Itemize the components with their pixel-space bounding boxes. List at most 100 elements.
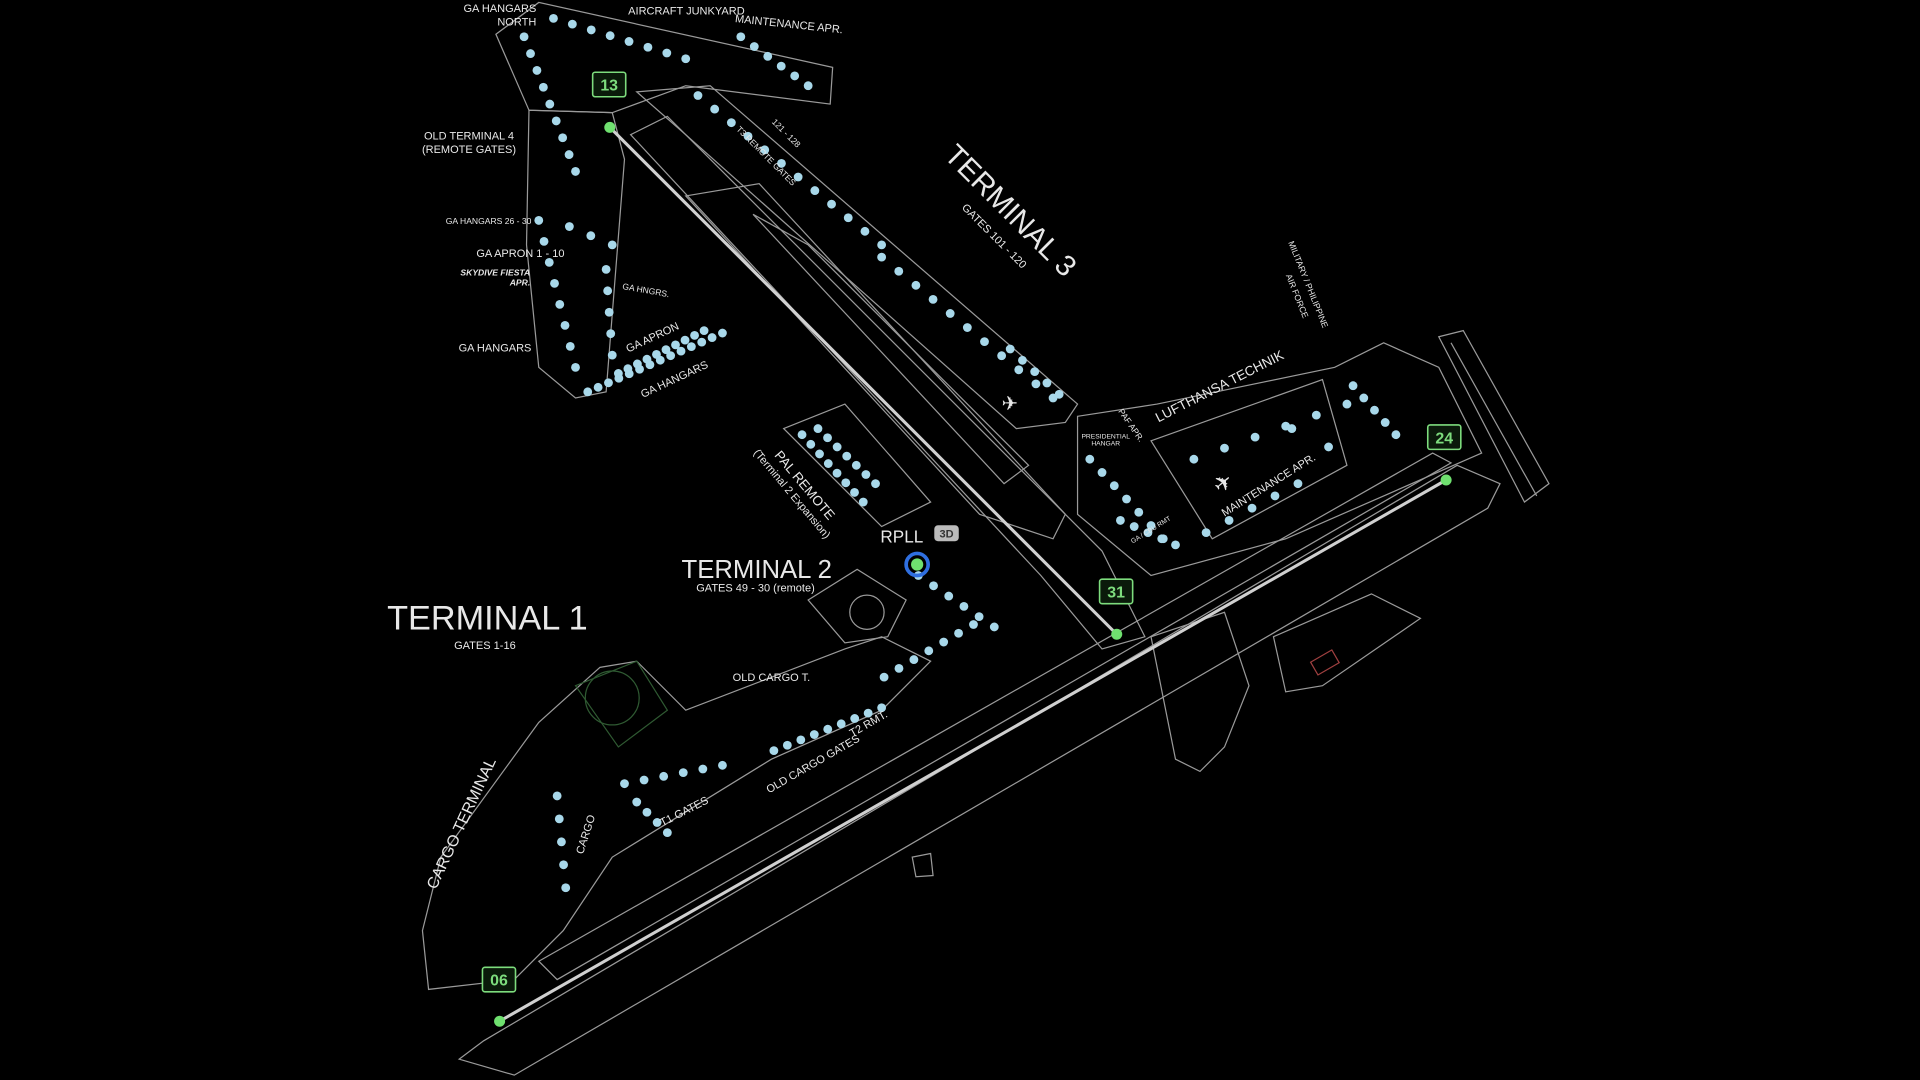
gate-marker[interactable] <box>1146 521 1156 530</box>
gate-marker[interactable] <box>559 860 568 870</box>
gate-marker[interactable] <box>969 620 978 629</box>
gate-marker[interactable] <box>586 231 596 241</box>
gate-marker[interactable] <box>790 71 800 81</box>
gate-marker[interactable] <box>769 746 779 756</box>
gate-marker[interactable] <box>989 622 999 632</box>
gate-marker[interactable] <box>601 264 611 274</box>
gate-marker[interactable] <box>571 167 580 176</box>
gate-marker[interactable] <box>554 814 564 824</box>
gate-marker[interactable] <box>624 37 634 46</box>
gate-marker[interactable] <box>1122 494 1131 504</box>
gate-marker[interactable] <box>1031 379 1041 389</box>
gate-marker[interactable] <box>959 601 969 611</box>
gate-marker[interactable] <box>639 775 649 785</box>
gate-marker[interactable] <box>997 351 1007 361</box>
gate-marker[interactable] <box>526 49 535 58</box>
gate-marker[interactable] <box>676 346 686 356</box>
gate-marker[interactable] <box>604 307 614 317</box>
gate-marker[interactable] <box>565 341 575 351</box>
gate-marker[interactable] <box>539 236 549 246</box>
gate-marker[interactable] <box>698 764 708 774</box>
gate-marker[interactable] <box>586 25 596 35</box>
gate-marker[interactable] <box>560 320 570 330</box>
gate-marker[interactable] <box>583 387 593 397</box>
gate-marker[interactable] <box>939 637 949 647</box>
gate-marker[interactable] <box>877 703 887 713</box>
gate-marker[interactable] <box>813 424 823 433</box>
gate-marker[interactable] <box>851 460 861 470</box>
gate-marker[interactable] <box>803 81 813 91</box>
gate-marker[interactable] <box>1018 355 1027 365</box>
gate-marker[interactable] <box>850 488 859 497</box>
gate-marker[interactable] <box>555 299 565 309</box>
gate-marker[interactable] <box>749 42 759 51</box>
gate-marker[interactable] <box>1247 503 1257 513</box>
gate-marker[interactable] <box>823 724 833 734</box>
gate-marker[interactable] <box>690 330 699 340</box>
gate-marker[interactable] <box>620 779 629 789</box>
gate-marker[interactable] <box>561 883 571 893</box>
gate-marker[interactable] <box>827 199 836 209</box>
gate-marker[interactable] <box>697 337 707 347</box>
gate-marker[interactable] <box>760 145 770 155</box>
gate-marker[interactable] <box>534 216 544 225</box>
gate-marker[interactable] <box>1042 378 1052 388</box>
gate-marker[interactable] <box>823 433 832 443</box>
gate-marker[interactable] <box>1391 430 1401 440</box>
gate-marker[interactable] <box>1270 491 1280 501</box>
gate-marker[interactable] <box>832 442 842 452</box>
gate-marker[interactable] <box>699 326 709 336</box>
gate-marker[interactable] <box>1342 399 1352 409</box>
gate-marker[interactable] <box>945 309 955 318</box>
gate-marker[interactable] <box>877 240 887 250</box>
gate-marker[interactable] <box>1054 389 1064 399</box>
gate-marker[interactable] <box>606 329 616 339</box>
gate-marker[interactable] <box>545 99 555 109</box>
gate-marker[interactable] <box>843 213 853 223</box>
gate-marker[interactable] <box>980 337 989 347</box>
gate-marker[interactable] <box>810 186 820 195</box>
gate-marker[interactable] <box>1250 432 1260 442</box>
gate-marker[interactable] <box>551 116 561 126</box>
gate-marker[interactable] <box>879 672 889 682</box>
gate-marker[interactable] <box>1014 365 1024 375</box>
gate-marker[interactable] <box>558 133 568 143</box>
gate-marker[interactable] <box>666 351 676 361</box>
gate-marker[interactable] <box>1171 540 1180 550</box>
gate-marker[interactable] <box>604 378 613 388</box>
runway-label-31[interactable]: 31 <box>1098 578 1134 605</box>
gate-marker[interactable] <box>954 628 963 638</box>
runway-13-31[interactable] <box>608 126 1118 636</box>
gate-marker[interactable] <box>661 345 671 355</box>
gate-marker[interactable] <box>1201 528 1211 538</box>
runway-label-06[interactable]: 06 <box>481 966 517 993</box>
gate-marker[interactable] <box>652 818 662 827</box>
gate-marker[interactable] <box>911 280 921 290</box>
gate-marker[interactable] <box>944 591 954 601</box>
gate-marker[interactable] <box>763 51 773 61</box>
gate-marker[interactable] <box>603 286 613 296</box>
gate-marker[interactable] <box>710 104 720 114</box>
gate-marker[interactable] <box>809 730 819 739</box>
gate-marker[interactable] <box>776 61 786 71</box>
gate-marker[interactable] <box>782 740 792 750</box>
gate-marker[interactable] <box>1085 454 1095 464</box>
runway-label-13[interactable]: 13 <box>591 71 627 98</box>
gate-marker[interactable] <box>567 19 577 29</box>
gate-marker[interactable] <box>860 226 870 236</box>
gate-marker[interactable] <box>643 42 653 52</box>
gate-marker[interactable] <box>538 82 548 92</box>
gate-marker[interactable] <box>718 760 727 770</box>
gate-marker[interactable] <box>929 581 938 591</box>
gate-marker[interactable] <box>850 714 860 723</box>
gate-marker[interactable] <box>662 828 672 838</box>
gate-marker[interactable] <box>1157 534 1167 544</box>
gate-marker[interactable] <box>557 837 566 847</box>
runway-06-24[interactable] <box>498 478 1447 1023</box>
gate-marker[interactable] <box>823 459 833 468</box>
gate-marker[interactable] <box>607 240 617 250</box>
gate-marker[interactable] <box>564 222 574 231</box>
gate-marker[interactable] <box>743 131 753 141</box>
gate-marker[interactable] <box>718 328 727 338</box>
gate-marker[interactable] <box>693 91 703 100</box>
